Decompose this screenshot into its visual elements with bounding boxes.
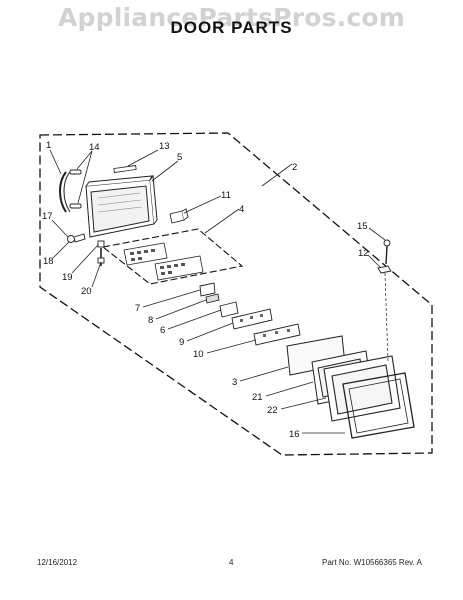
callout-4: 4: [239, 204, 244, 215]
callout-13: 13: [159, 141, 170, 152]
callout-15: 15: [357, 221, 368, 232]
membrane-switch-parts: [199, 282, 239, 318]
callout-3: 3: [232, 377, 237, 388]
control-boards: [231, 308, 301, 346]
handle-screws: [69, 169, 82, 209]
door-liner: [323, 355, 401, 422]
callout-labels: 1 14 13 5 2 17 11 4 18 19 20 15 12 7 8 6…: [42, 140, 369, 440]
footer-page-number: 4: [229, 558, 234, 567]
callout-2: 2: [292, 162, 297, 173]
callout-11: 11: [221, 190, 231, 201]
door-handle: [59, 171, 71, 213]
watermark: AppliancePartsPros.com: [57, 3, 406, 32]
page-title: DOOR PARTS: [170, 18, 293, 37]
console-group-outline: [101, 228, 244, 285]
callout-9: 9: [179, 337, 184, 348]
hinge-parts: [67, 233, 105, 266]
door-assembly-outline: [39, 132, 433, 456]
label-strip: [113, 165, 137, 173]
callout-7: 7: [135, 303, 140, 314]
bracket: [169, 208, 189, 224]
footer-date: 12/16/2012: [37, 558, 78, 567]
callout-5: 5: [177, 152, 182, 163]
callout-14: 14: [89, 142, 100, 153]
callout-21: 21: [252, 392, 263, 403]
callout-8: 8: [148, 315, 153, 326]
callout-19: 19: [62, 272, 73, 283]
callout-18: 18: [43, 256, 54, 267]
door-gasket: [342, 372, 415, 439]
leader-lines: [49, 149, 386, 434]
callout-12: 12: [358, 248, 369, 259]
callout-22: 22: [267, 405, 278, 416]
callout-10: 10: [193, 349, 204, 360]
callout-1: 1: [46, 140, 51, 151]
outer-door-panel: [85, 174, 158, 238]
callout-16: 16: [289, 429, 300, 440]
console-overlay: [123, 242, 204, 281]
screw-and-clip: [377, 239, 392, 363]
callout-20: 20: [81, 286, 92, 297]
callout-17: 17: [42, 211, 53, 222]
callout-6: 6: [160, 325, 165, 336]
footer-part-number: Part No. W10566365 Rev. A: [322, 558, 422, 567]
